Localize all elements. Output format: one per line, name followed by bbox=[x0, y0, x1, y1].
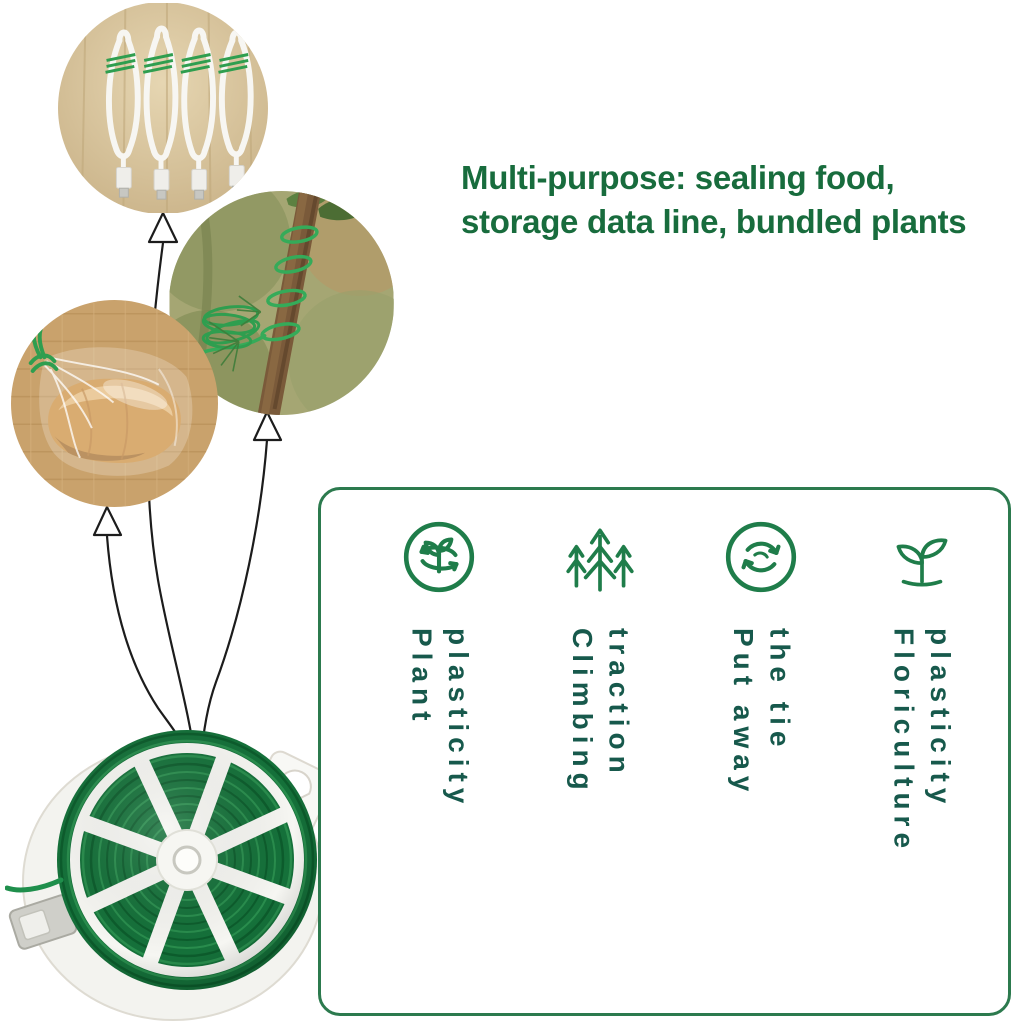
headline-line-1: Multi-purpose: sealing food, bbox=[461, 159, 895, 196]
feature-floriculture-plasticity: Floriculture plasticity bbox=[841, 516, 1002, 999]
climbing-traction-icon bbox=[566, 528, 634, 592]
plant-plasticity-icon bbox=[404, 521, 475, 593]
feature-label-put-away-tie: Put away the tie bbox=[727, 628, 796, 798]
floriculture-plasticity-icon bbox=[896, 538, 948, 587]
spool-center-hole bbox=[172, 845, 202, 875]
feature-box: Plant plasticity Climbing traction Put a bbox=[318, 487, 1011, 1016]
feature-label-plant-plasticity: Plant plasticity bbox=[406, 628, 474, 810]
photo-cables bbox=[58, 2, 268, 214]
feature-label-floriculture-plasticity: Floriculture plasticity bbox=[888, 628, 957, 855]
headline: Multi-purpose: sealing food, storage dat… bbox=[461, 156, 1023, 244]
pine-needles bbox=[208, 295, 262, 372]
balloon-knot bbox=[252, 410, 283, 442]
cable-bundles bbox=[105, 25, 254, 200]
balloon-knot bbox=[92, 505, 123, 537]
balloon-knot bbox=[147, 211, 179, 244]
photo-wire-spool bbox=[5, 730, 335, 1021]
plastic-bag bbox=[39, 347, 193, 476]
photo-bread-bag bbox=[11, 300, 218, 507]
feature-climbing-traction: Climbing traction bbox=[520, 516, 681, 999]
headline-line-2: storage data line, bundled plants bbox=[461, 203, 967, 241]
feature-label-climbing-traction: Climbing traction bbox=[567, 628, 635, 796]
feature-plant-plasticity: Plant plasticity bbox=[359, 516, 520, 999]
loose-wire-end bbox=[5, 877, 64, 893]
put-away-tie-icon bbox=[725, 521, 796, 593]
feature-put-away-tie: Put away the tie bbox=[681, 516, 842, 999]
